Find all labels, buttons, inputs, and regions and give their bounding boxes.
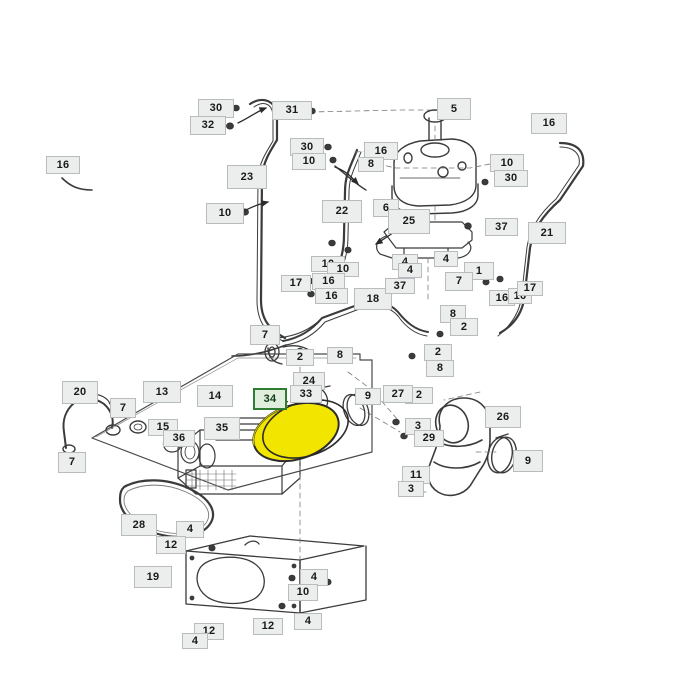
part-callout-4[interactable]: 4 <box>182 633 208 649</box>
part-callout-17[interactable]: 17 <box>517 281 543 296</box>
part-callout-4[interactable]: 4 <box>398 263 422 278</box>
part-callout-5[interactable]: 5 <box>437 98 471 120</box>
part-callout-37[interactable]: 37 <box>385 278 415 294</box>
part-callout-19[interactable]: 19 <box>134 566 172 588</box>
part-callout-10[interactable]: 10 <box>206 203 244 224</box>
part-callout-4[interactable]: 4 <box>176 521 204 538</box>
part-callout-12[interactable]: 12 <box>156 536 186 554</box>
part-callout-36[interactable]: 36 <box>163 430 195 447</box>
part-callout-4[interactable]: 4 <box>434 251 458 267</box>
part-callout-7[interactable]: 7 <box>250 325 280 345</box>
part-callout-2[interactable]: 2 <box>450 318 478 336</box>
part-callout-13[interactable]: 13 <box>143 381 181 403</box>
part-callout-10[interactable]: 10 <box>288 584 318 601</box>
part-callout-20[interactable]: 20 <box>62 381 98 404</box>
part-callout-2[interactable]: 2 <box>286 349 314 366</box>
part-callout-3[interactable]: 3 <box>398 481 424 497</box>
part-callout-16[interactable]: 16 <box>315 288 348 304</box>
part-callout-10[interactable]: 10 <box>292 153 326 170</box>
part-callout-7[interactable]: 7 <box>58 452 86 473</box>
part-callout-7[interactable]: 7 <box>445 272 473 291</box>
part-callout-16[interactable]: 16 <box>531 113 567 134</box>
part-callout-33[interactable]: 33 <box>290 385 322 403</box>
part-callout-34[interactable]: 34 <box>253 388 287 410</box>
part-callout-37[interactable]: 37 <box>485 218 518 236</box>
part-callout-14[interactable]: 14 <box>197 385 233 407</box>
part-callout-21[interactable]: 21 <box>528 222 566 244</box>
part-callout-12[interactable]: 12 <box>253 618 283 635</box>
part-callout-31[interactable]: 31 <box>272 101 312 120</box>
part-callout-25[interactable]: 25 <box>388 209 430 234</box>
part-callout-22[interactable]: 22 <box>322 200 362 223</box>
part-callout-16[interactable]: 16 <box>46 156 80 174</box>
part-callout-18[interactable]: 18 <box>354 288 392 310</box>
part-callout-8[interactable]: 8 <box>426 360 454 377</box>
part-callout-7[interactable]: 7 <box>110 398 136 418</box>
part-callout-30[interactable]: 30 <box>494 170 528 187</box>
part-callout-4[interactable]: 4 <box>294 613 322 630</box>
part-callout-9[interactable]: 9 <box>513 450 543 472</box>
part-callout-8[interactable]: 8 <box>358 157 384 172</box>
part-callout-26[interactable]: 26 <box>485 406 521 428</box>
part-callout-29[interactable]: 29 <box>414 430 444 447</box>
part-callout-32[interactable]: 32 <box>190 116 226 135</box>
part-callout-16[interactable]: 16 <box>312 273 345 290</box>
part-callout-23[interactable]: 23 <box>227 165 267 189</box>
part-callout-8[interactable]: 8 <box>327 347 353 364</box>
part-callout-35[interactable]: 35 <box>204 417 240 440</box>
part-callout-2[interactable]: 2 <box>424 344 452 361</box>
part-callout-28[interactable]: 28 <box>121 514 157 536</box>
part-callout-27[interactable]: 27 <box>383 385 413 403</box>
part-callout-9[interactable]: 9 <box>355 388 381 405</box>
part-callout-17[interactable]: 17 <box>281 275 311 292</box>
